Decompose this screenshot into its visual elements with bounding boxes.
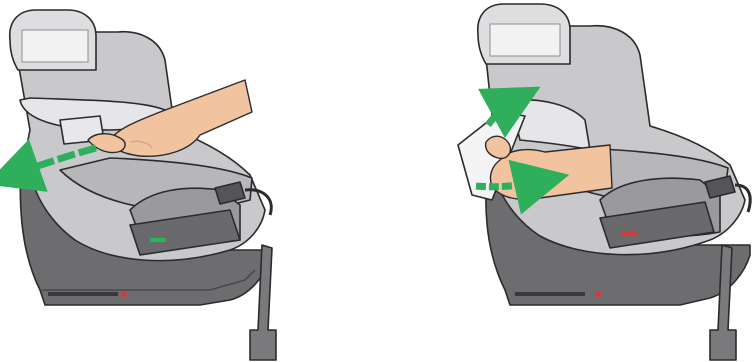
indicator-window-right <box>622 232 638 236</box>
indicator-window-left <box>150 238 166 242</box>
recline-panel <box>129 209 241 256</box>
support-leg-right <box>709 244 737 361</box>
isofix-connector <box>214 181 246 205</box>
recline-panel-right <box>599 201 715 249</box>
left-hand <box>87 79 253 157</box>
arrow-right-panel-out <box>475 159 570 215</box>
left-panel-car-seat <box>9 9 277 361</box>
arrow-left-panel <box>0 139 97 192</box>
isofix-connector-right <box>704 175 736 199</box>
arrow-right-panel-up <box>478 86 541 138</box>
support-leg <box>249 244 277 361</box>
seat-base-plate <box>40 269 256 291</box>
